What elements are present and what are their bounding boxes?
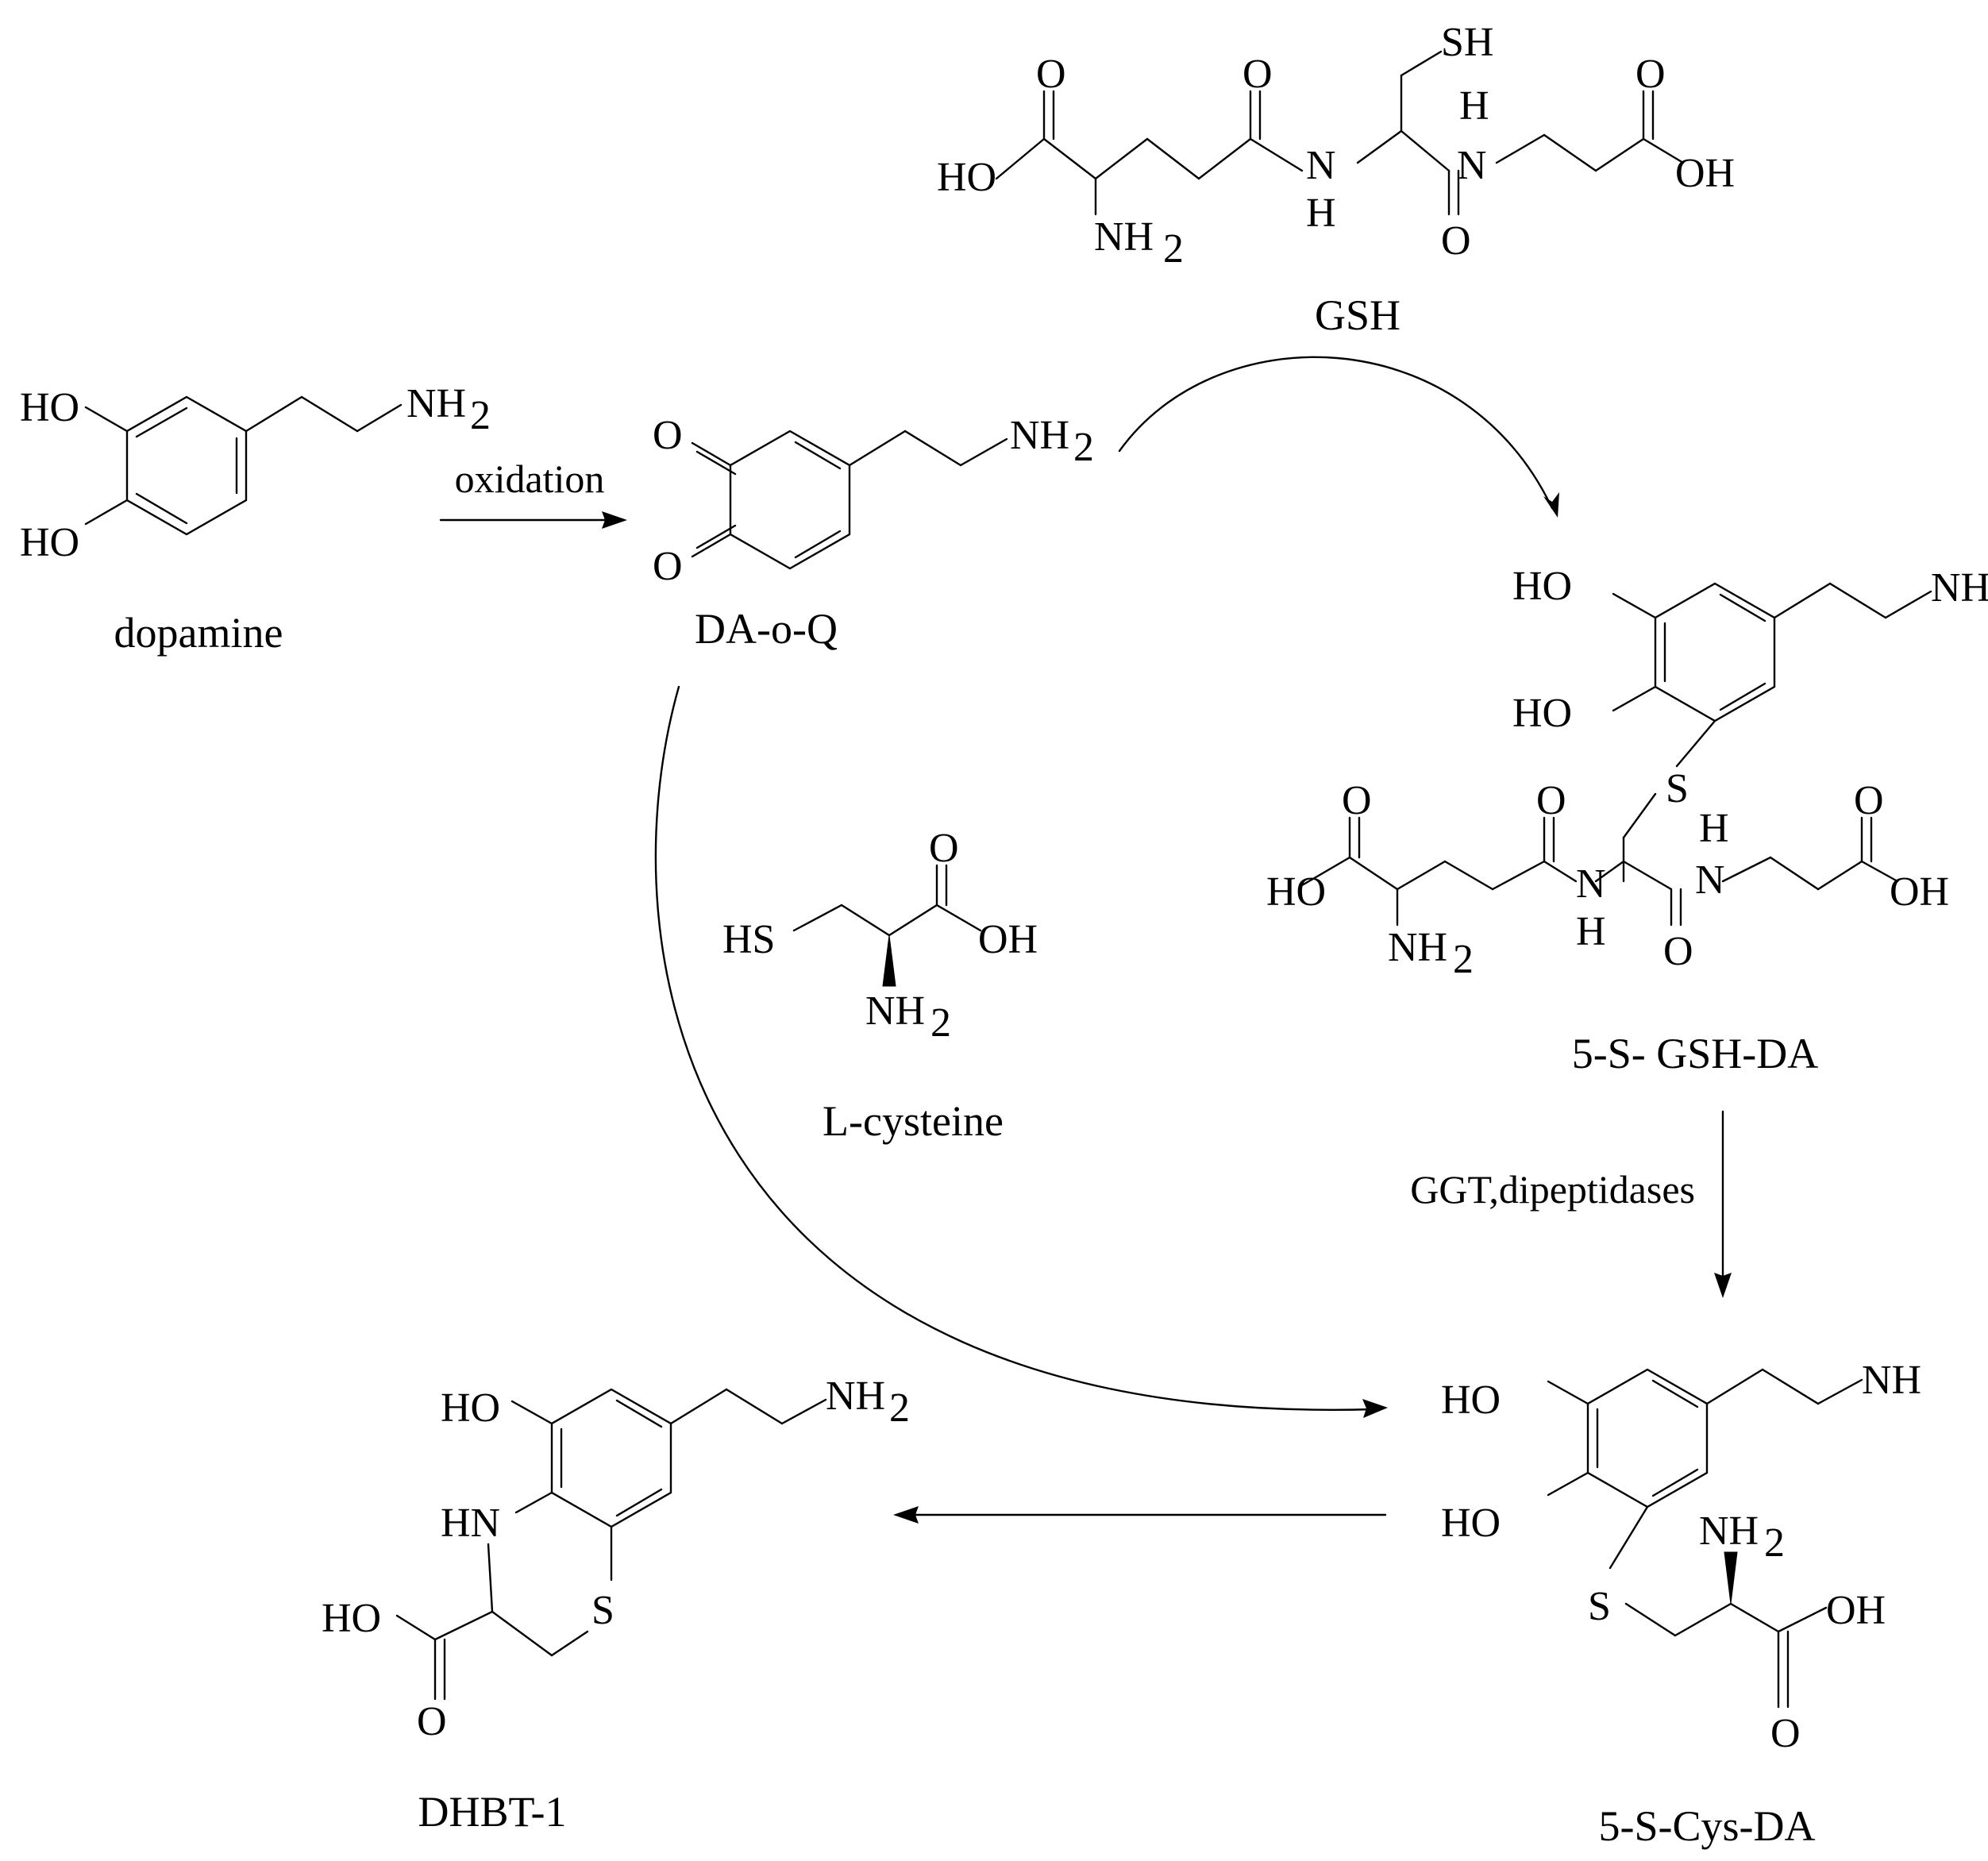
atom-label: N [1457,143,1487,188]
atom-label: NH [1388,925,1447,970]
atom-label: NH [865,988,925,1034]
atom-label: HO [20,520,79,565]
atom-label: S [1588,1584,1611,1629]
daoq-structure: O O NH 2 [653,413,1094,589]
atom-label: 2 [1073,425,1094,470]
atom-label: N [1306,143,1336,188]
atom-label: N [1576,861,1606,907]
arrow-ggt [1714,1110,1732,1298]
compound-name-cysda: 5-S-Cys-DA [1598,1802,1815,1850]
atom-label: 2 [930,1000,951,1046]
reaction-label-oxidation: oxidation [455,457,605,501]
atom-label: NH [826,1374,885,1419]
atom-label: O [1536,778,1566,823]
atom-label: O [1854,778,1884,823]
cysda-structure: HO HO NH 2 S NH 2 OH O [1441,1358,1921,1756]
gsh-structure: HO O NH NH 2 O N H SH O N H O OH [937,20,1735,272]
atom-label: HS [722,917,775,962]
atom-label: 2 [889,1385,910,1431]
atom-label: H [1306,191,1336,236]
atom-label: HN [441,1501,500,1546]
atom-label: S [591,1588,615,1633]
compound-name-gshda: 5-S- GSH-DA [1572,1030,1819,1077]
compound-name-dopamine: dopamine [114,609,283,657]
atom-label: 2 [470,393,491,438]
atom-label: HO [1441,1501,1501,1546]
compound-name-dhbt1: DHBT-1 [418,1788,566,1836]
atom-label: N [1695,857,1725,903]
atom-label: 2 [1453,937,1474,982]
reaction-label-ggt: GGT,dipeptidases [1410,1167,1695,1212]
atom-label: OH [1826,1588,1886,1633]
atom-label: HO [441,1385,500,1431]
atom-label: OH [1890,869,1949,915]
lcysteine-structure: HS O OH NH 2 [722,826,1038,1046]
dhbt1-structure: HO HN S NH 2 HO O [322,1374,910,1744]
atom-label: HO [1512,691,1572,736]
atom-label: O [417,1699,447,1744]
atom-label: NH [1931,565,1988,611]
atom-label: O [1770,1711,1801,1756]
atom-label: OH [978,917,1038,962]
gshda-structure: HO HO NH 2 S HO O NH 2 O N H O N H O OH [1266,564,1988,982]
atom-label: HO [322,1596,381,1641]
compound-name-gsh: GSH [1315,291,1400,339]
atom-label: SH [1441,20,1493,65]
atom-label: HO [937,155,996,200]
atom-label: O [653,544,683,589]
atom-label: O [929,826,959,871]
atom-label: 2 [1163,226,1184,272]
atom-label: S [1666,766,1689,811]
atom-label: NH [1094,214,1154,260]
atom-label: H [1576,909,1606,954]
arrow-cyclization [893,1506,1387,1524]
arrow-cys-addition [654,685,1388,1418]
atom-label: NH [1010,413,1069,458]
atom-label: HO [20,385,79,430]
atom-label: HO [1441,1377,1501,1423]
atom-label: O [1663,929,1693,974]
atom-label: OH [1675,151,1735,196]
atom-label: NH [1862,1358,1921,1403]
arrow-gsh-addition [1118,356,1559,518]
compound-name-daoq: DA-o-Q [695,605,838,653]
atom-label: NH [406,381,466,426]
atom-label: O [1635,52,1666,97]
atom-label: 2 [1764,1520,1785,1566]
atom-label: O [1036,52,1066,97]
atom-label: HO [1512,564,1572,609]
atom-label: H [1699,806,1729,851]
atom-label: O [653,413,683,458]
atom-label: O [1242,52,1273,97]
atom-label: NH [1699,1508,1759,1554]
atom-label: O [1342,778,1372,823]
atom-label: O [1441,218,1471,264]
arrow-oxidation [439,511,627,529]
compound-name-lcysteine: L-cysteine [823,1097,1004,1145]
dopamine-structure: HO HO NH 2 [20,381,491,565]
atom-label: H [1459,83,1489,129]
atom-label: HO [1266,869,1326,915]
